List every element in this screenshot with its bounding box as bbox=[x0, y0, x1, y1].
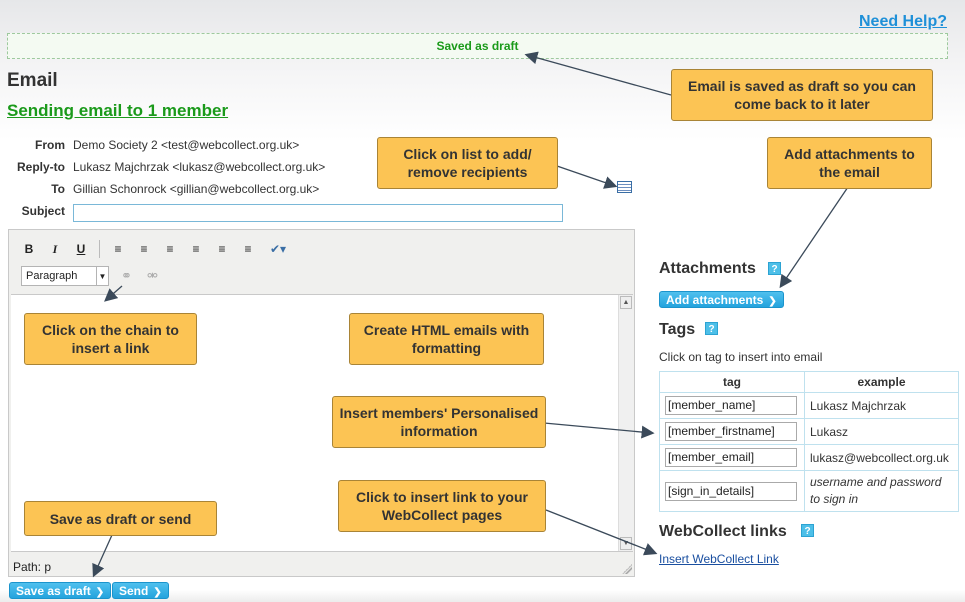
arrow-save bbox=[92, 534, 113, 578]
tag-example: lukasz@webcollect.org.uk bbox=[804, 444, 959, 471]
tag-example: username and password to sign in bbox=[804, 470, 959, 512]
callout-save-note: Save as draft or send bbox=[24, 501, 217, 536]
resize-grip-icon[interactable] bbox=[622, 564, 632, 574]
column-header-tag: tag bbox=[659, 371, 805, 393]
table-header-row: tag example bbox=[659, 371, 959, 393]
need-help-link[interactable]: Need Help? bbox=[858, 13, 947, 30]
attachments-heading: Attachments bbox=[659, 260, 756, 277]
callout-chain-note: Click on the chain to insert a link bbox=[24, 313, 197, 365]
align-right-icon[interactable]: ≡ bbox=[218, 242, 226, 256]
from-label: From bbox=[35, 138, 65, 152]
arrow-chain bbox=[104, 285, 123, 302]
tags-hint: Click on tag to insert into email bbox=[659, 350, 823, 364]
underline-button[interactable]: U bbox=[76, 242, 86, 256]
chevron-down-icon: ▼ bbox=[96, 267, 108, 285]
editor-scrollbar[interactable]: ▲ ▼ bbox=[618, 295, 633, 551]
from-value: Demo Society 2 <test@webcollect.org.uk> bbox=[73, 138, 300, 152]
tag-field[interactable]: [sign_in_details] bbox=[665, 481, 797, 501]
align-center-icon[interactable]: ≡ bbox=[192, 242, 200, 256]
spellcheck-icon[interactable]: ✔▾ bbox=[269, 242, 287, 256]
arrow-personal bbox=[543, 422, 655, 439]
webcollect-links-help-icon[interactable]: ? bbox=[801, 524, 814, 537]
callout-draft-note: Email is saved as draft so you can come … bbox=[671, 69, 933, 121]
callout-html-note: Create HTML emails with formatting bbox=[349, 313, 544, 365]
callout-recipients-note: Click on list to add/ remove recipients bbox=[377, 137, 558, 189]
tags-table: tag example [member_name] Lukasz Majchrz… bbox=[659, 371, 959, 512]
callout-attachments-note: Add attachments to the email bbox=[767, 137, 932, 189]
tag-field[interactable]: [member_email] bbox=[665, 448, 797, 467]
italic-button[interactable]: I bbox=[52, 241, 58, 256]
numbered-list-icon[interactable]: ≡ bbox=[140, 242, 148, 256]
align-justify-icon[interactable]: ≡ bbox=[244, 242, 252, 256]
attachments-help-icon[interactable]: ? bbox=[768, 262, 781, 275]
reply-to-value: Lukasz Majchrzak <lukasz@webcollect.org.… bbox=[73, 160, 326, 174]
table-row: [member_firstname] Lukasz bbox=[659, 418, 959, 445]
add-attachments-button[interactable]: Add attachments❯ bbox=[659, 291, 784, 308]
table-row: [sign_in_details] username and password … bbox=[659, 470, 959, 512]
send-button[interactable]: Send❯ bbox=[112, 582, 169, 599]
to-value: Gillian Schonrock <gillian@webcollect.or… bbox=[73, 182, 320, 196]
link-chain-icon[interactable]: ⚭ bbox=[121, 268, 132, 283]
format-select[interactable]: Paragraph ▼ bbox=[21, 266, 109, 286]
reply-to-label: Reply-to bbox=[17, 160, 65, 174]
editor-toolbar: B I U ≡ ≡ ≡ ≡ ≡ ≡ ✔▾ bbox=[19, 238, 292, 260]
recipient-list-icon[interactable] bbox=[617, 181, 632, 193]
align-left-icon[interactable]: ≡ bbox=[166, 242, 174, 256]
arrow-draft bbox=[524, 51, 672, 96]
tag-field[interactable]: [member_firstname] bbox=[665, 422, 797, 441]
tags-heading: Tags bbox=[659, 321, 696, 338]
page-title: Email bbox=[7, 70, 58, 91]
tag-example: Lukasz Majchrzak bbox=[804, 392, 959, 419]
table-row: [member_name] Lukasz Majchrzak bbox=[659, 392, 959, 419]
draft-status-text: Saved as draft bbox=[436, 39, 519, 53]
subject-label: Subject bbox=[21, 204, 65, 218]
arrow-recipients bbox=[556, 165, 618, 189]
scroll-up-icon[interactable]: ▲ bbox=[620, 296, 632, 309]
unlink-chain-icon[interactable]: ⚮ bbox=[147, 268, 158, 283]
insert-webcollect-link[interactable]: Insert WebCollect Link bbox=[659, 552, 779, 566]
subject-input[interactable] bbox=[73, 204, 563, 222]
format-select-value: Paragraph bbox=[26, 270, 78, 282]
draft-status-bar: Saved as draft bbox=[7, 33, 948, 59]
to-label: To bbox=[51, 182, 65, 196]
bold-button[interactable]: B bbox=[24, 242, 34, 256]
tag-example: Lukasz bbox=[804, 418, 959, 445]
tags-help-icon[interactable]: ? bbox=[705, 322, 718, 335]
sending-to-link[interactable]: Sending email to 1 member bbox=[7, 101, 229, 120]
toolbar-divider bbox=[99, 240, 100, 258]
callout-wclinks-note: Click to insert link to your WebCollect … bbox=[338, 480, 546, 532]
arrow-wclinks bbox=[545, 509, 658, 556]
table-row: [member_email] lukasz@webcollect.org.uk bbox=[659, 444, 959, 471]
editor-path: Path: p bbox=[13, 560, 52, 574]
callout-personal-note: Insert members' Personalised information bbox=[332, 396, 546, 448]
webcollect-links-heading: WebCollect links bbox=[659, 523, 787, 540]
save-as-draft-button[interactable]: Save as draft❯ bbox=[9, 582, 112, 599]
tag-field[interactable]: [member_name] bbox=[665, 396, 797, 415]
arrow-attachments bbox=[779, 186, 849, 289]
bullet-list-icon[interactable]: ≡ bbox=[114, 242, 122, 256]
